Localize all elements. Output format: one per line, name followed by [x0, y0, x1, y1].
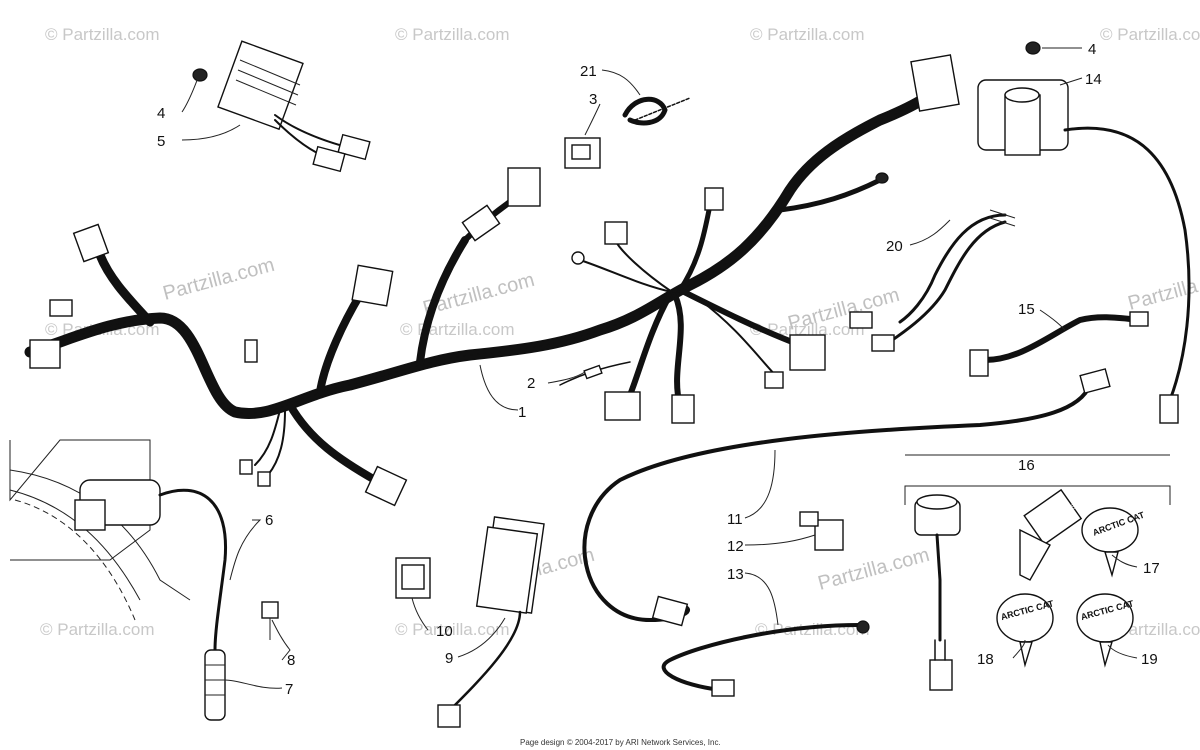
- cdi-box-part: [437, 516, 545, 728]
- module-part-10: [395, 557, 431, 599]
- wire-part-15: [969, 311, 1149, 377]
- callout-14: 14: [1085, 71, 1102, 88]
- key-18: ARCTIC CAT: [996, 593, 1055, 668]
- watermark: © Partzilla.com: [400, 320, 515, 339]
- main-wiring-harness: [24, 54, 960, 507]
- ground-cable-parts: [582, 368, 1111, 697]
- relay-part-12: [799, 511, 844, 551]
- callout-17: 17: [1143, 560, 1160, 577]
- watermark-rotated: Partzilla.com: [161, 254, 277, 305]
- key-with-tag: ARCTIC CAT NO-BUNNS: [1019, 488, 1146, 581]
- callout-20: 20: [886, 238, 903, 255]
- callout-15: 15: [1018, 301, 1035, 318]
- callout-5: 5: [157, 133, 165, 150]
- callout-9: 9: [445, 650, 453, 667]
- ignition-coil-part: [977, 41, 1191, 424]
- callout-21: 21: [580, 63, 597, 80]
- callout-1: 1: [518, 404, 526, 421]
- watermark: © Partzilla.com: [45, 25, 160, 44]
- callout-6: 6: [265, 512, 273, 529]
- sub-harness-part: [849, 209, 1016, 352]
- callout-2: 2: [527, 375, 535, 392]
- footer-copyright: Page design © 2004-2017 by ARI Network S…: [520, 738, 721, 747]
- leader-lines: [181, 47, 1170, 689]
- watermark: © Partzilla.com: [755, 620, 870, 639]
- callout-16: 16: [1018, 457, 1035, 474]
- callout-11: 11: [727, 511, 743, 528]
- callout-12: 12: [727, 538, 744, 555]
- callout-4: 4: [157, 105, 165, 122]
- callout-labels: 1 2 3 4 4 5 6 7 8 9 10 11 12 13 14 15 16…: [157, 41, 1160, 698]
- callout-3: 3: [589, 91, 597, 108]
- callout-19: 19: [1141, 651, 1158, 668]
- watermark: © Partzilla.com: [40, 620, 155, 639]
- fuse-part: [559, 361, 631, 386]
- key-19: ARCTIC CAT: [1076, 593, 1135, 668]
- voltage-regulator-part: [192, 40, 371, 173]
- callout-13: 13: [727, 566, 744, 583]
- cable-tie-part: [622, 96, 691, 126]
- callout-8: 8: [287, 652, 295, 669]
- engine-coil-assembly: [9, 439, 279, 721]
- key-switch-set: ARCTIC CAT NO-BUNNS ARCTIC CAT ARCTIC CA…: [904, 485, 1171, 691]
- callout-18: 18: [977, 651, 994, 668]
- callout-10: 10: [436, 623, 453, 640]
- watermark: © Partzilla.com: [395, 25, 510, 44]
- relay-part: [564, 137, 601, 169]
- watermark-rotated: Partzilla.com: [816, 544, 932, 595]
- watermark: © Partzilla.com: [750, 25, 865, 44]
- watermark: © Partzilla.com: [1100, 25, 1200, 44]
- callout-4: 4: [1088, 41, 1096, 58]
- callout-7: 7: [285, 681, 293, 698]
